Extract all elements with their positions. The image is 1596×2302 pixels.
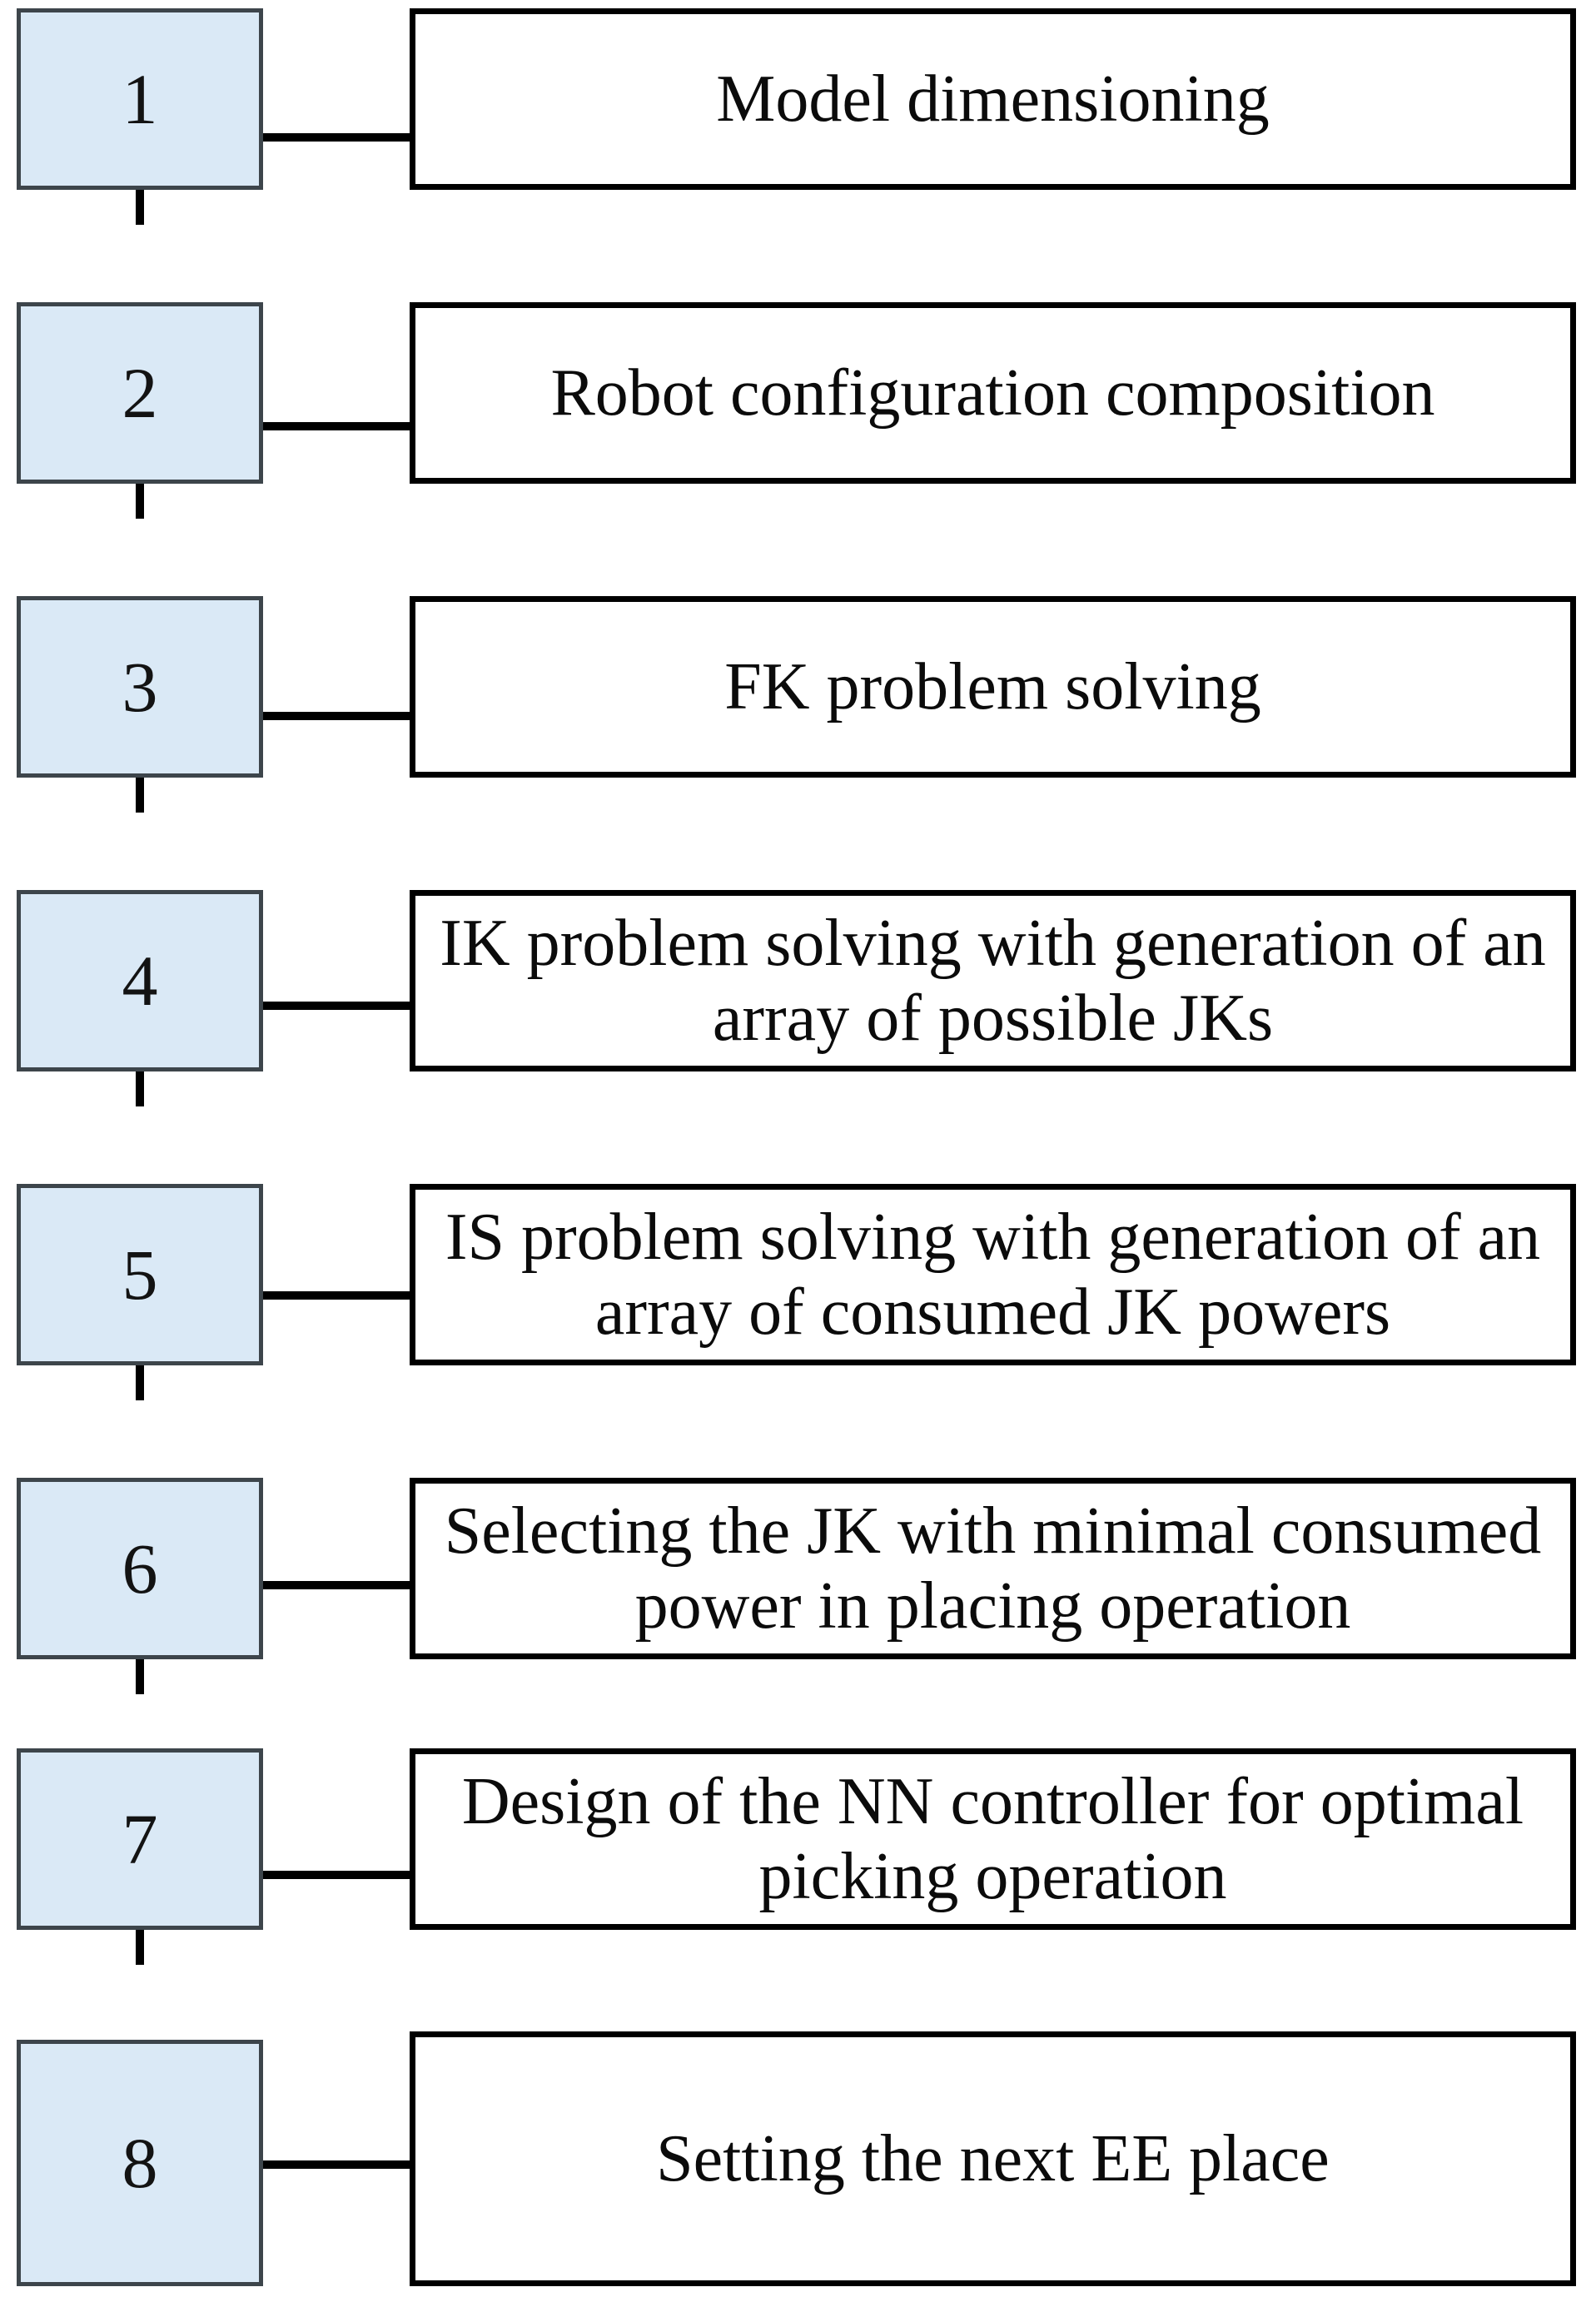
- connector-horizontal-6: [263, 1581, 413, 1589]
- step-text-label-2: Robot configuration composition: [550, 355, 1435, 430]
- step-text-label-5: IS problem solving with generation of an…: [445, 1200, 1541, 1349]
- connector-horizontal-4: [263, 1002, 413, 1010]
- connector-horizontal-3: [263, 712, 413, 720]
- step-number-box-1[interactable]: 1: [17, 8, 263, 190]
- connector-vertical-1-2: [136, 190, 144, 225]
- step-text-box-6[interactable]: Selecting the JK with minimal consumed p…: [410, 1478, 1576, 1659]
- step-text-box-4[interactable]: IK problem solving with generation of an…: [410, 890, 1576, 1071]
- step-number-box-6[interactable]: 6: [17, 1478, 263, 1659]
- step-number-box-3[interactable]: 3: [17, 596, 263, 778]
- step-text-label-1: Model dimensioning: [716, 62, 1270, 136]
- connector-vertical-7-8: [136, 1930, 144, 1965]
- step-number-label-5: 5: [122, 1235, 158, 1315]
- step-number-label-3: 3: [122, 647, 158, 727]
- step-text-box-2[interactable]: Robot configuration composition: [410, 302, 1576, 484]
- step-number-label-1: 1: [122, 59, 158, 139]
- step-number-label-2: 2: [122, 353, 158, 433]
- connector-vertical-3-4: [136, 778, 144, 813]
- step-number-label-7: 7: [122, 1799, 158, 1879]
- connector-vertical-6-7: [136, 1659, 144, 1694]
- connector-vertical-4-5: [136, 1071, 144, 1106]
- connector-horizontal-1: [263, 133, 413, 142]
- step-text-label-8: Setting the next EE place: [656, 2121, 1330, 2195]
- step-number-box-2[interactable]: 2: [17, 302, 263, 484]
- step-text-label-3: FK problem solving: [724, 649, 1261, 723]
- step-text-label-7: Design of the NN controller for optimal …: [461, 1764, 1524, 1913]
- step-number-box-7[interactable]: 7: [17, 1748, 263, 1930]
- step-text-box-1[interactable]: Model dimensioning: [410, 8, 1576, 190]
- step-text-label-4: IK problem solving with generation of an…: [440, 906, 1546, 1055]
- connector-vertical-5-6: [136, 1365, 144, 1400]
- step-text-box-7[interactable]: Design of the NN controller for optimal …: [410, 1748, 1576, 1930]
- step-number-label-6: 6: [122, 1529, 158, 1608]
- connector-vertical-2-3: [136, 484, 144, 519]
- step-text-box-8[interactable]: Setting the next EE place: [410, 2031, 1576, 2286]
- step-number-label-8: 8: [122, 2123, 158, 2203]
- step-number-box-8[interactable]: 8: [17, 2040, 263, 2286]
- step-text-box-3[interactable]: FK problem solving: [410, 596, 1576, 778]
- connector-horizontal-5: [263, 1291, 413, 1300]
- step-text-box-5[interactable]: IS problem solving with generation of an…: [410, 1184, 1576, 1365]
- step-number-box-4[interactable]: 4: [17, 890, 263, 1071]
- connector-horizontal-2: [263, 422, 413, 430]
- step-text-label-6: Selecting the JK with minimal consumed p…: [444, 1494, 1542, 1643]
- step-number-label-4: 4: [122, 941, 158, 1021]
- step-number-box-5[interactable]: 5: [17, 1184, 263, 1365]
- connector-horizontal-7: [263, 1871, 413, 1879]
- connector-horizontal-8: [263, 2160, 413, 2169]
